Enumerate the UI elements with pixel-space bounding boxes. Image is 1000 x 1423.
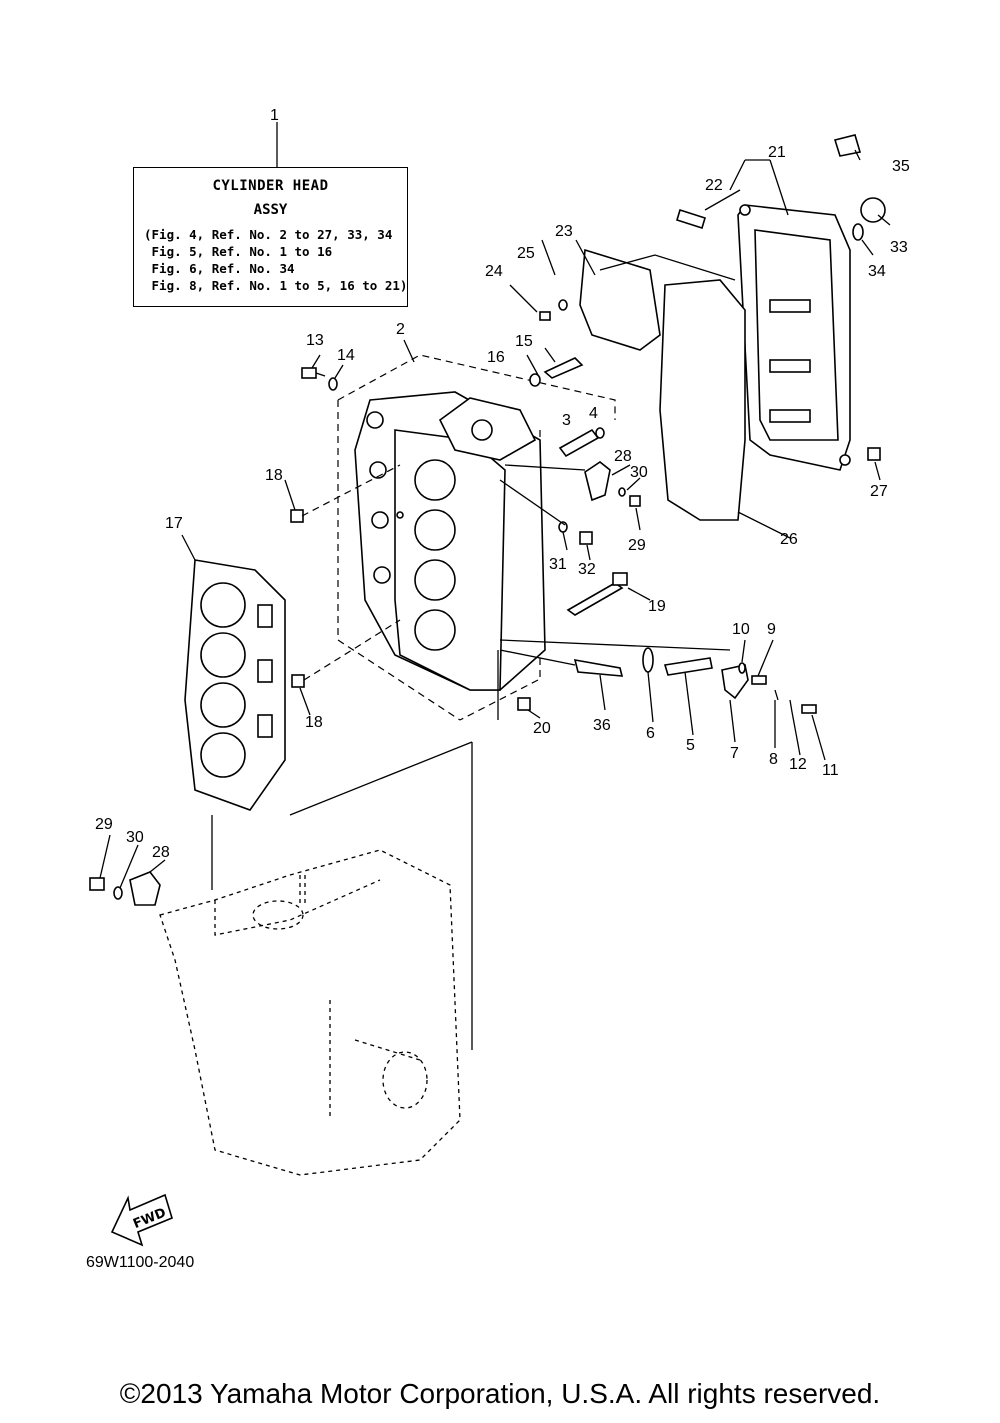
assembly-ref-line: Fig. 5, Ref. No. 1 to 16	[144, 244, 333, 259]
exhaust-cover	[737, 204, 851, 471]
callout: 17	[165, 515, 183, 532]
assembly-ref-line: Fig. 6, Ref. No. 34	[144, 261, 295, 276]
callout: 18	[265, 467, 283, 484]
callout: 32	[578, 561, 596, 578]
exhaust-cover-gasket	[659, 279, 746, 521]
assembly-ref-line: (Fig. 4, Ref. No. 2 to 27, 33, 34	[144, 227, 393, 242]
callout: 35	[892, 158, 910, 175]
copyright-notice: ©2013 Yamaha Motor Corporation, U.S.A. A…	[119, 1378, 881, 1409]
callout: 16	[487, 349, 505, 366]
callout: 22	[705, 177, 723, 194]
callout: 9	[767, 621, 776, 638]
callout: 4	[589, 405, 598, 422]
callout: 31	[549, 556, 567, 573]
cylinder-block	[159, 849, 461, 1176]
callout: 27	[870, 483, 888, 500]
callout: 28	[614, 448, 632, 465]
callout: 26	[780, 531, 798, 548]
cover-plate	[579, 248, 661, 351]
callout: 19	[648, 598, 666, 615]
assembly-title: CYLINDER HEAD	[212, 178, 329, 194]
callout: 7	[730, 745, 739, 762]
diagram-code: 69W1100-2040	[86, 1254, 195, 1271]
callout-labels: 1 2 3 4 5 6 7 8 9 10 11 12 13 14 15 16 1…	[95, 107, 910, 861]
callout: 21	[768, 144, 786, 161]
callout: 29	[628, 537, 646, 554]
callout: 10	[732, 621, 750, 638]
callout: 2	[396, 321, 405, 338]
callout: 13	[306, 332, 324, 349]
callout: 29	[95, 816, 113, 833]
leader-lines	[99, 149, 891, 889]
callout: 20	[533, 720, 551, 737]
callout: 14	[337, 347, 355, 364]
assembly-subtitle: ASSY	[253, 202, 288, 218]
callout: 30	[630, 464, 648, 481]
callout: 6	[646, 725, 655, 742]
callout: 36	[593, 717, 611, 734]
callout: 1	[270, 107, 279, 124]
callout: 28	[152, 844, 170, 861]
callout: 11	[822, 762, 839, 779]
head-gasket	[184, 559, 286, 811]
assembly-refs: (Fig. 4, Ref. No. 2 to 27, 33, 34 Fig. 5…	[144, 226, 407, 294]
callout: 15	[515, 333, 533, 350]
callout: 12	[789, 756, 807, 773]
callout: 5	[686, 737, 695, 754]
forward-arrow-icon: FWD	[110, 1193, 173, 1247]
callout: 30	[126, 829, 144, 846]
callout: 3	[562, 412, 571, 429]
small-parts	[89, 134, 886, 906]
assembly-info-box: CYLINDER HEAD ASSY (Fig. 4, Ref. No. 2 t…	[133, 167, 408, 307]
callout: 25	[517, 245, 535, 262]
callout: 23	[555, 223, 573, 240]
cylinder-head	[337, 354, 616, 721]
callout: 24	[485, 263, 503, 280]
assembly-ref-line: Fig. 8, Ref. No. 1 to 5, 16 to 21)	[144, 278, 408, 293]
callout: 34	[868, 263, 886, 280]
callout: 33	[890, 239, 908, 256]
callout: 8	[769, 751, 778, 768]
callout: 18	[305, 714, 323, 731]
